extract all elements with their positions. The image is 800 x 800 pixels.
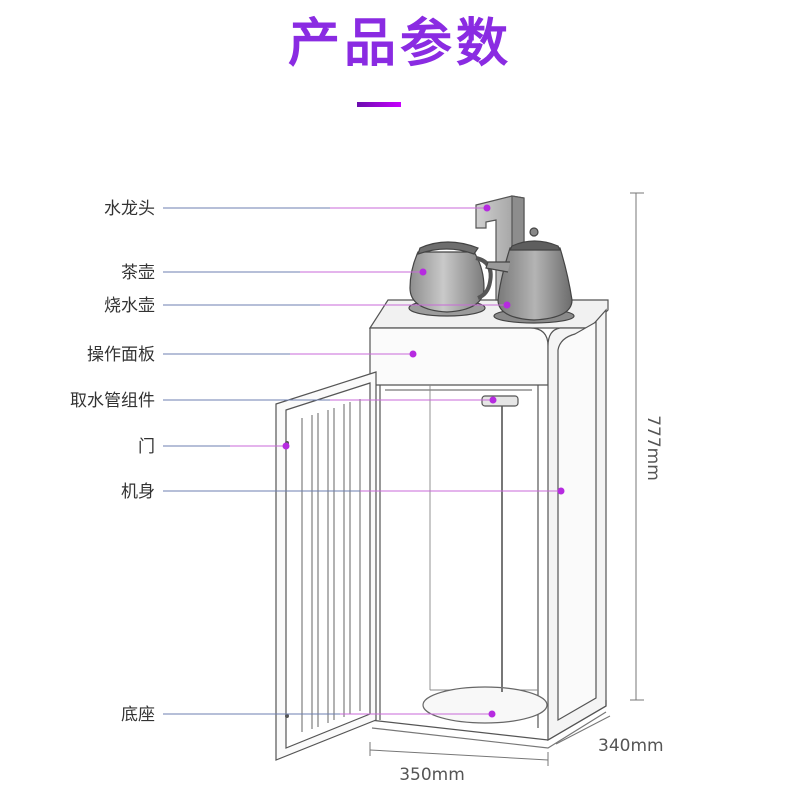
- callout-body: 机身: [121, 482, 565, 502]
- label-door: 门: [138, 437, 155, 457]
- callout-control-panel: 操作面板: [87, 345, 417, 365]
- label-water-pipe: 取水管组件: [70, 391, 155, 411]
- height-dimension: 777mm: [643, 415, 663, 481]
- callout-dot: [503, 301, 511, 309]
- callout-dot: [483, 204, 491, 212]
- door: [275, 371, 377, 761]
- callout-door: 门: [138, 437, 290, 457]
- callout-faucet: 水龙头: [104, 199, 491, 219]
- callout-water-pipe: 取水管组件: [70, 391, 497, 411]
- label-teapot: 茶壶: [121, 263, 155, 283]
- callout-teapot: 茶壶: [121, 263, 427, 283]
- kettle: [485, 227, 575, 324]
- depth-dimension: 340mm: [598, 736, 664, 756]
- label-body: 机身: [121, 482, 155, 502]
- label-base: 底座: [121, 705, 155, 725]
- label-control-panel: 操作面板: [87, 345, 155, 365]
- callout-kettle: 烧水壶: [104, 296, 511, 316]
- title-underline: [357, 102, 401, 107]
- callout-dot: [489, 396, 497, 404]
- callout-dot: [282, 442, 290, 450]
- width-dimension: 350mm: [399, 765, 465, 785]
- callout-base: 底座: [121, 705, 496, 725]
- cabinet: [368, 299, 609, 749]
- label-kettle: 烧水壶: [104, 296, 155, 316]
- callouts: 水龙头 茶壶 烧水壶 操作面板: [70, 199, 565, 725]
- label-faucet: 水龙头: [104, 199, 155, 219]
- dimension-lines: [369, 192, 644, 766]
- callout-dot: [488, 710, 496, 718]
- callout-dot: [557, 487, 565, 495]
- teapot: [408, 241, 493, 317]
- page-title: 产品参数: [287, 14, 512, 74]
- callout-dot: [409, 350, 417, 358]
- callout-dot: [419, 268, 427, 276]
